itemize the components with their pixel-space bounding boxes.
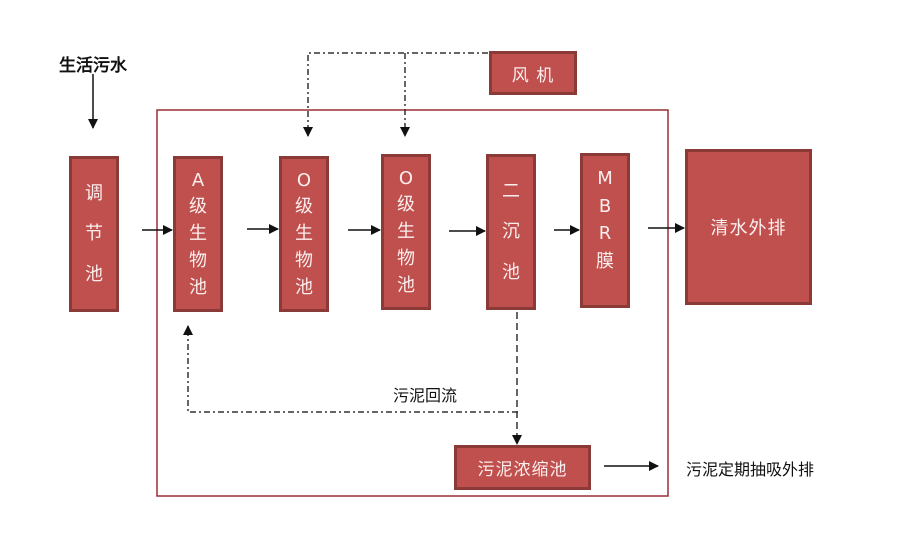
clean-water-label: 清水外排 xyxy=(710,218,787,239)
node-char: 生 xyxy=(295,223,313,245)
node-secondary-clarifier[interactable]: 二 沉 池 xyxy=(486,154,536,310)
node-char: 膜 xyxy=(596,250,614,272)
blower-box[interactable]: 风 机 xyxy=(489,51,577,95)
node-char: 生 xyxy=(189,223,207,245)
node-char: 级 xyxy=(397,194,415,216)
blower-label: 风 机 xyxy=(511,65,555,86)
node-char: O xyxy=(398,167,414,189)
node-char: 沉 xyxy=(502,221,520,243)
sludge-discharge-label: 污泥定期抽吸外排 xyxy=(686,460,815,479)
node-char: 生 xyxy=(397,221,415,243)
sludge-thickener-label: 污泥浓缩池 xyxy=(477,460,568,480)
node-char: 池 xyxy=(189,276,207,298)
node-char: A xyxy=(191,169,205,191)
node-char: 节 xyxy=(85,223,103,245)
node-char: M xyxy=(597,168,613,189)
node-char: 池 xyxy=(502,261,520,283)
node-char: O xyxy=(296,169,312,191)
node-char: 调 xyxy=(85,182,103,204)
sludge-return-line xyxy=(183,325,518,413)
sludge-thickener-box[interactable]: 污泥浓缩池 xyxy=(454,445,591,490)
node-char: 级 xyxy=(189,196,207,218)
node-char: B xyxy=(598,195,612,217)
node-o-bio-tank-1[interactable]: O 级 生 物 池 xyxy=(279,156,329,312)
node-char: 池 xyxy=(397,274,415,296)
node-char: 池 xyxy=(295,276,313,298)
air-supply-line xyxy=(303,52,488,137)
node-char: 物 xyxy=(295,249,313,271)
input-label-domestic-sewage: 生活污水 xyxy=(59,56,127,76)
system-boundary-frame xyxy=(156,109,669,497)
node-char: R xyxy=(598,223,612,245)
node-char: 物 xyxy=(397,247,415,269)
node-char: 二 xyxy=(502,180,520,202)
clean-water-discharge-box[interactable]: 清水外排 xyxy=(685,149,812,305)
node-char: 级 xyxy=(295,196,313,218)
node-mbr-membrane[interactable]: M B R 膜 xyxy=(580,153,630,308)
sludge-return-label: 污泥回流 xyxy=(393,386,458,405)
node-a-bio-tank[interactable]: A 级 生 物 池 xyxy=(173,156,223,312)
node-o-bio-tank-2[interactable]: O 级 生 物 池 xyxy=(381,154,431,310)
node-char: 池 xyxy=(85,263,103,285)
node-char: 物 xyxy=(189,249,207,271)
node-regulating-tank[interactable]: 调 节 池 xyxy=(69,156,119,312)
